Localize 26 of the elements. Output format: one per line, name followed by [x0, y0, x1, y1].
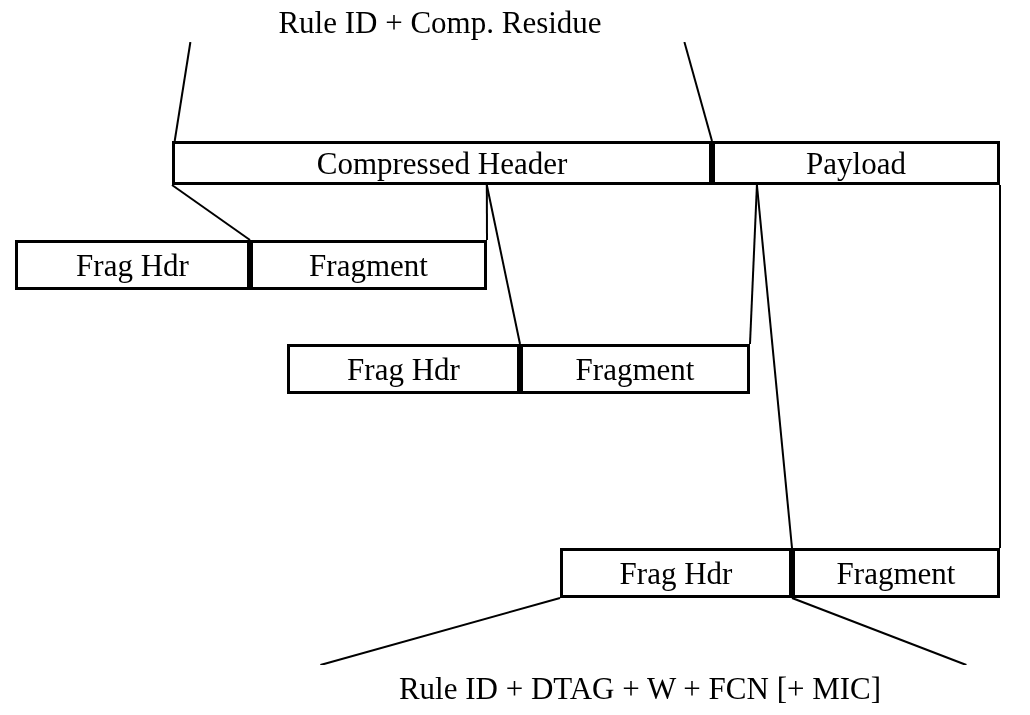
node-label: Frag Hdr: [619, 557, 733, 589]
field-box: [15, 240, 250, 290]
node-label: Rule ID + DTAG + W + FCN [+ MIC]: [398, 672, 882, 704]
connector-line: [171, 184, 251, 241]
node-label: Rule ID + Comp. Residue: [278, 6, 602, 38]
node-label: Compressed Header: [316, 147, 568, 179]
field-box: [520, 344, 750, 394]
connector-line: [173, 41, 192, 142]
node-label: Frag Hdr: [347, 353, 460, 385]
connector-line: [485, 184, 521, 345]
connector-line: [319, 597, 561, 666]
field-box: [172, 141, 712, 185]
connector-line: [683, 41, 713, 142]
field-box: [792, 548, 1000, 598]
node-label: Fragment: [575, 353, 695, 385]
connector-line: [755, 184, 793, 549]
field-box: [287, 344, 520, 394]
connector-line: [999, 184, 1001, 549]
node-label: Payload: [806, 147, 906, 179]
connector-line: [791, 597, 968, 666]
field-box: [712, 141, 1000, 185]
field-box: [250, 240, 487, 290]
node-label: Fragment: [309, 249, 428, 281]
node-label: Frag Hdr: [76, 249, 189, 281]
field-box: [560, 548, 792, 598]
node-label: Fragment: [836, 557, 956, 589]
